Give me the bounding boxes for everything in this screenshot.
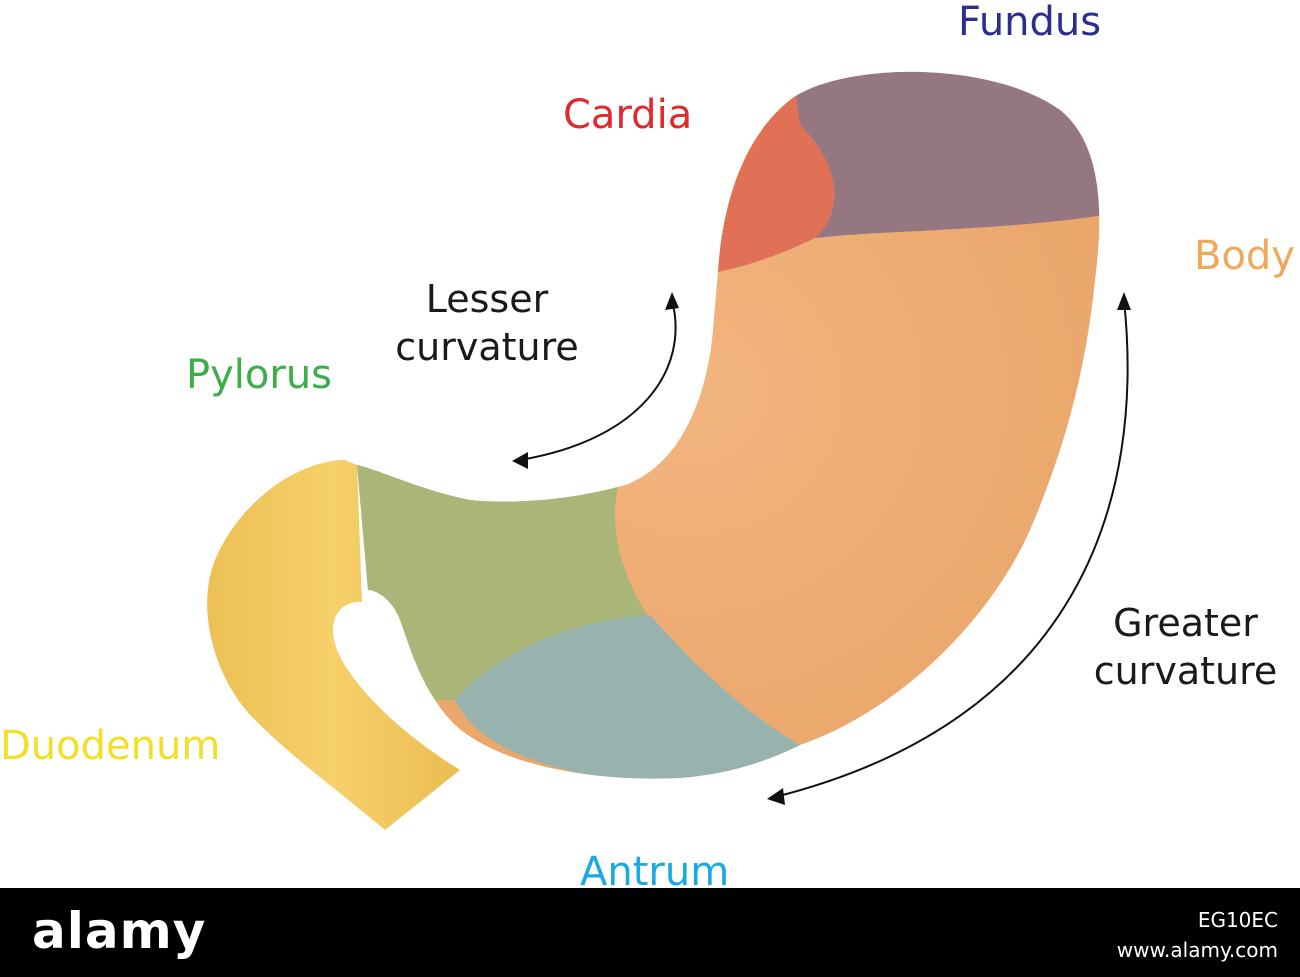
greater-arrowhead-bottom bbox=[767, 788, 785, 805]
greater-curvature-arrow bbox=[774, 299, 1129, 798]
cardia-label: Cardia bbox=[563, 92, 693, 138]
greater-arrowhead-top bbox=[1117, 292, 1131, 310]
alamy-logo: alamy bbox=[32, 902, 207, 960]
greater-curvature-line1: Greater bbox=[1113, 601, 1258, 645]
watermark-footer: alamy EG10EC www.alamy.com bbox=[0, 888, 1300, 977]
lesser-arrowhead-left bbox=[512, 452, 528, 469]
lesser-curvature-line2: curvature bbox=[395, 324, 579, 369]
greater-curvature-line2: curvature bbox=[1093, 648, 1278, 693]
lesser-curvature-line1: Lesser bbox=[425, 277, 549, 321]
duodenum-label: Duodenum bbox=[0, 723, 221, 769]
lesser-arrowhead-top bbox=[665, 292, 679, 310]
pylorus-region bbox=[357, 440, 650, 700]
greater-curvature-label: Greater curvature bbox=[1078, 600, 1293, 695]
image-id: EG10EC bbox=[1197, 908, 1278, 932]
footer-url: www.alamy.com bbox=[1116, 938, 1278, 962]
lesser-curvature-label: Lesser curvature bbox=[382, 276, 592, 371]
fundus-region bbox=[780, 71, 1100, 238]
antrum-label: Antrum bbox=[580, 849, 730, 895]
lesser-curvature-arrow bbox=[519, 299, 677, 461]
antrum-region bbox=[455, 615, 800, 779]
fundus-label: Fundus bbox=[958, 0, 1102, 45]
stomach-diagram bbox=[207, 71, 1131, 830]
duodenum-region bbox=[207, 460, 460, 830]
pylorus-label: Pylorus bbox=[186, 352, 333, 398]
body-label: Body bbox=[1194, 233, 1295, 279]
